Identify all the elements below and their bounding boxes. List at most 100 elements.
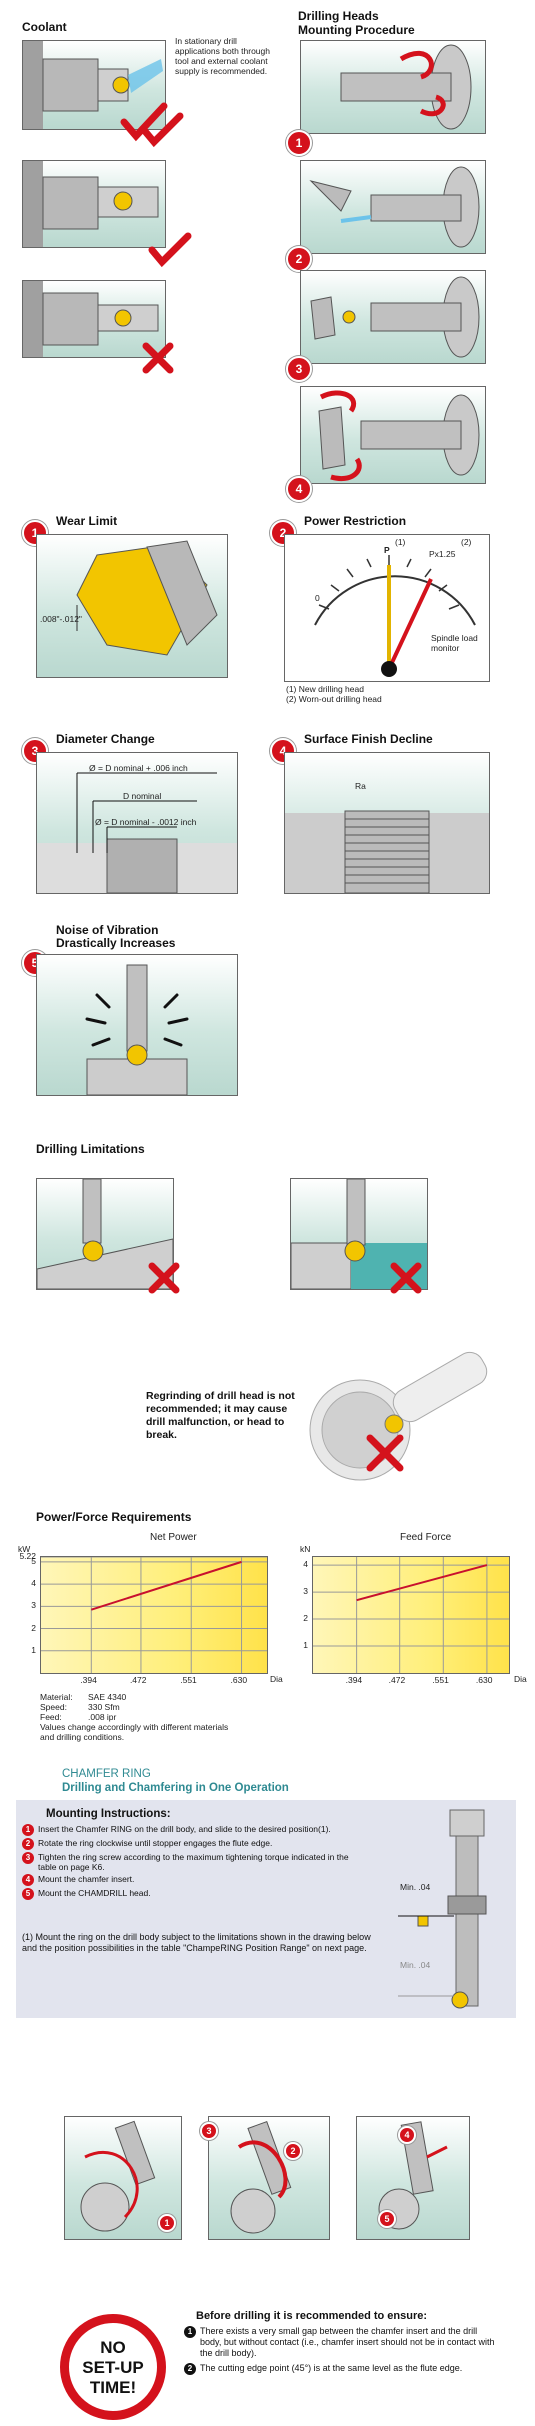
- diameter-line-1: Ø = D nominal + .006 inch: [89, 763, 188, 773]
- before-item-text: There exists a very small gap between th…: [200, 2326, 495, 2358]
- ra-label: Ra: [355, 781, 366, 791]
- chamfer-ring-title: CHAMFER RING: [62, 1768, 151, 1780]
- regrinding-warning: Regrinding of drill head is not recommen…: [146, 1390, 295, 1441]
- chamfer-step-number: 2: [284, 2142, 302, 2160]
- gauge-mark-2: (2): [461, 537, 472, 547]
- speed-key: Speed:: [40, 1702, 67, 1712]
- surface-finish-title: Surface Finish Decline: [304, 732, 433, 746]
- instruction-number: 4: [22, 1874, 34, 1886]
- x-tick-label: .394: [80, 1675, 97, 1685]
- mounting-step-2-image: [300, 160, 486, 254]
- y-tick-label: 4: [303, 1559, 308, 1570]
- diameter-line-3: Ø = D nominal - .0012 inch: [95, 817, 197, 827]
- y-tick-label: 3: [303, 1586, 308, 1597]
- step-number-4: 4: [286, 476, 312, 502]
- before-item-text: The cutting edge point (45°) is at the s…: [200, 2363, 463, 2373]
- mounting-title-line1: Drilling Heads: [298, 9, 379, 23]
- check-icon: [148, 232, 192, 268]
- noise-title: Noise of Vibration Drastically Increases: [56, 924, 175, 950]
- chart-2-title: Feed Force: [400, 1532, 452, 1543]
- chart-2-ylabel: kN: [300, 1544, 311, 1554]
- net-power-chart: [40, 1556, 268, 1674]
- mounting-title-line2: Mounting Procedure: [298, 23, 415, 37]
- chamfer-step-2-image: [208, 2116, 330, 2240]
- spindle-load-gauge: 0 P (1) (2) Px1.25 Spindle load monitor: [284, 534, 490, 682]
- no-setup-line3: TIME!: [89, 2378, 137, 2397]
- chart-1-xlabel: Dia: [270, 1674, 283, 1684]
- wear-limit-image: [36, 534, 228, 678]
- feed-value: .008 ipr: [88, 1712, 117, 1722]
- gauge-zero-label: 0: [315, 593, 320, 603]
- y-tick-label: 2: [303, 1613, 308, 1624]
- wear-limit-dimension: .008"-.012": [40, 614, 82, 624]
- mounting-title: Drilling Heads Mounting Procedure: [298, 9, 415, 37]
- x-tick-label: .394: [345, 1675, 363, 1685]
- feed-force-chart: [312, 1556, 510, 1674]
- x-tick-label: .472: [388, 1675, 406, 1685]
- coolant-image-1: [22, 40, 166, 130]
- diameter-change-image: Ø = D nominal + .006 inch D nominal Ø = …: [36, 752, 238, 894]
- coolant-image-2: [22, 160, 166, 248]
- x-tick-label: .630: [475, 1675, 493, 1685]
- coolant-note: In stationary drill applications both th…: [175, 36, 270, 76]
- chamfer-ring-subtitle: Drilling and Chamfering in One Operation: [62, 1782, 289, 1794]
- step-number-2: 2: [286, 246, 312, 272]
- instruction-number: 5: [22, 1888, 34, 1900]
- before-item-number: 1: [184, 2326, 196, 2338]
- no-setup-time-badge: NO SET-UP TIME!: [60, 2314, 166, 2420]
- power-restriction-title: Power Restriction: [304, 514, 407, 528]
- no-setup-line1: NO: [100, 2338, 126, 2357]
- chamfer-footnote: (1) Mount the ring on the drill body sub…: [22, 1932, 371, 1953]
- gauge-mark-1: (1): [395, 537, 406, 547]
- mounting-step-1-image: [300, 40, 486, 134]
- power-legend-1: (1) New drilling head: [286, 684, 364, 694]
- cross-icon: [148, 1262, 180, 1294]
- speed-value: 330 Sfm: [88, 1702, 120, 1712]
- series-line: [356, 1564, 488, 1602]
- gauge-p-label: P: [384, 545, 390, 555]
- cross-icon: [390, 1262, 422, 1294]
- y-tick-label: 4: [31, 1578, 36, 1589]
- chamfer-step-number: 3: [200, 2122, 218, 2140]
- spindle-load-monitor-label: Spindle load monitor: [431, 633, 478, 653]
- x-tick-label: .630: [230, 1675, 248, 1685]
- material-note: Values change accordingly with different…: [40, 1722, 229, 1742]
- y-tick-label: 5: [31, 1555, 36, 1566]
- instruction-text: Tighten the ring screw according to the …: [38, 1852, 349, 1872]
- x-tick-label: .551: [180, 1675, 197, 1685]
- noise-vibration-image: [36, 954, 238, 1096]
- instruction-number: 2: [22, 1838, 34, 1850]
- x-tick-label: .551: [432, 1675, 449, 1685]
- y-tick-label: 1: [31, 1644, 36, 1655]
- mounting-instructions-panel: [16, 1800, 516, 2018]
- coolant-title: Coolant: [22, 20, 67, 34]
- min-dimension-1: Min. .04: [400, 1882, 431, 1892]
- noise-title-line1: Noise of Vibration: [56, 923, 159, 937]
- limitation-image-1: [36, 1178, 174, 1290]
- chamfer-drill-drawing: [398, 1809, 487, 2009]
- noise-title-line2: Drastically Increases: [56, 936, 176, 950]
- y-tick-label: 2: [31, 1622, 36, 1633]
- instruction-number: 1: [22, 1824, 34, 1836]
- coolant-image-3: [22, 280, 166, 358]
- check-icon: [120, 102, 168, 142]
- material-table: Material:SAE 4340 Speed:330 Sfm Feed:.00…: [40, 1692, 240, 1742]
- check-icon: [140, 112, 184, 148]
- chamfer-step-number: 1: [158, 2214, 176, 2232]
- y-tick-label: 5.22: [19, 1551, 36, 1561]
- drilling-limitations-title: Drilling Limitations: [36, 1142, 145, 1156]
- power-legend-2: (2) Worn-out drilling head: [286, 694, 382, 704]
- feed-key: Feed:: [40, 1712, 62, 1722]
- mounting-step-3-image: [300, 270, 486, 364]
- series-line: [90, 1560, 242, 1611]
- chamfer-step-number: 4: [398, 2126, 416, 2144]
- step-number-3: 3: [286, 356, 312, 382]
- min-dimension-2: Min. .04: [400, 1960, 431, 1970]
- gauge-px-label: Px1.25: [429, 549, 456, 559]
- instruction-text: Mount the CHAMDRILL head.: [38, 1888, 151, 1898]
- x-tick-label: .472: [129, 1675, 147, 1685]
- no-setup-line2: SET-UP: [82, 2358, 144, 2377]
- grinding-wheel-image: [309, 1351, 488, 1481]
- before-item-number: 2: [184, 2363, 196, 2375]
